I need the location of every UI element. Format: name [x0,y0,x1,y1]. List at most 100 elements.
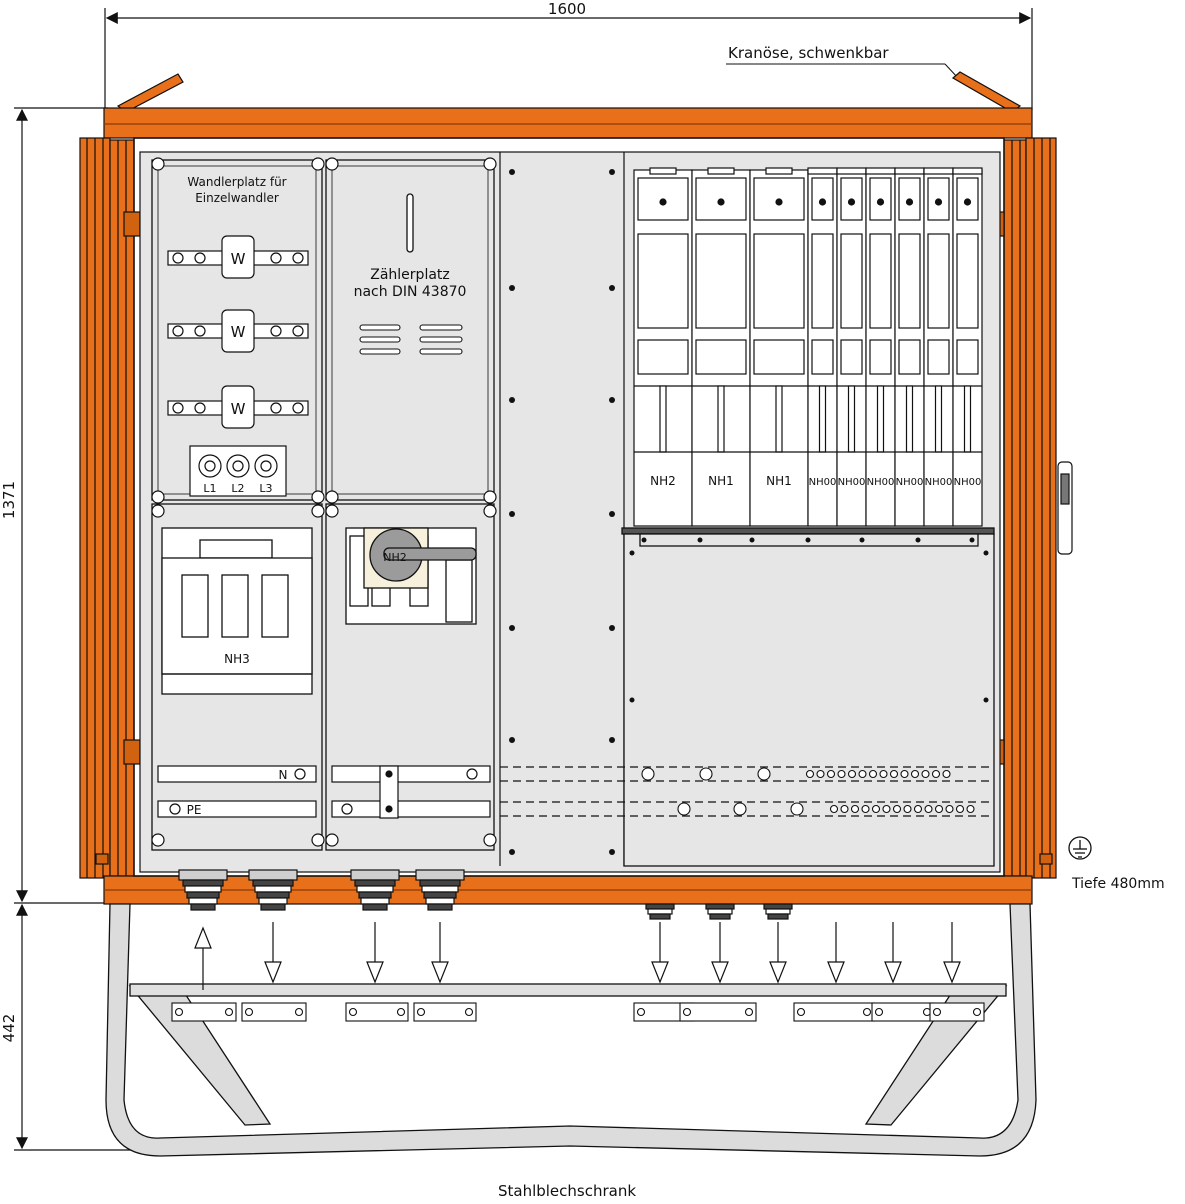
n-terminal-12 [921,769,930,779]
mounting-dots [509,169,615,855]
n-terminal-11 [910,769,920,779]
dimension-height [14,107,140,1151]
n-terminal-8 [879,769,888,779]
transformer-field-title: Wandlerplatz für [187,175,286,189]
outgoing-cable-arrow-3 [431,922,449,984]
neutral-busbar [157,765,994,783]
outgoing-cable-arrow-2 [366,922,384,984]
n-terminal-7 [868,769,878,779]
pe-busbar [157,765,994,819]
n-terminal-5 [847,769,857,779]
cable-gland-2 [248,869,298,911]
caption: Stahlblechschrank [498,1182,636,1200]
cable-gland-3 [350,869,400,911]
cable-gland-1 [178,869,228,911]
n-terminal-4 [837,769,846,779]
fuse-label-8: NH00 [925,477,953,488]
width-dimension-label: 1600 [548,0,586,18]
outgoing-cable-arrow-1 [264,922,282,984]
pe-terminal-12 [945,804,954,814]
n-terminal-14 [942,769,951,779]
cover-plate [621,527,995,867]
current-transformer-3 [167,385,309,429]
cable-gland-small-2 [705,903,735,920]
stand-clamp-8 [871,1002,935,1022]
outgoing-cable-arrow-7 [827,922,845,984]
n-bar-screw-1 [641,767,655,781]
pe-terminal-6 [882,804,891,814]
depth-label: Tiefe 480mm [1071,876,1165,892]
dimension-width [104,8,1033,110]
outgoing-cable-arrow-5 [711,922,729,984]
nh2-switch-label: NH2 [383,551,407,564]
fuse-label-4: NH00 [809,477,837,488]
transformer-w-1: W [231,250,246,268]
current-transformer-1 [167,235,309,279]
fuse-sockets-l1-l3 [189,445,287,497]
n-bar-screw-3 [757,767,771,781]
meter-field-subtitle: nach DIN 43870 [354,284,467,300]
outgoing-cable-arrow-9 [943,922,961,984]
stand-clamp-2 [241,1002,307,1022]
pe-terminal-1 [829,804,839,814]
cable-gland-small-3 [763,903,793,920]
stand-clamp-9 [929,1002,985,1022]
n-terminal-3 [826,769,836,779]
outgoing-cable-arrow-6 [769,922,787,984]
nh3-label: NH3 [224,652,250,666]
stand-clamp-3 [345,1002,409,1022]
fuse-label-7: NH00 [896,477,924,488]
fuse-strip-1: NH2 [633,167,693,527]
fuse-strip-5: NH00 [836,167,867,527]
pe-terminal-8 [903,804,912,814]
pe-terminal-2 [840,804,849,814]
cable-gland-4 [415,869,465,911]
fuse-label-2: NH1 [708,474,734,488]
pe-terminal-3 [850,804,860,814]
pe-bar-screw-3 [790,802,804,816]
field-corner-bolts [151,157,497,847]
socket-label-l2: L2 [231,482,244,495]
nh3-field [151,503,323,851]
meter-field-title: Zählerplatz [370,267,450,283]
cover-plate-bolts [629,537,989,703]
pe-terminal-7 [892,804,902,814]
pe-terminal-5 [871,804,881,814]
socket-label-l1: L1 [203,482,216,495]
crane-eye-right [951,71,1022,113]
fuse-label-3: NH1 [766,474,792,488]
pe-terminal-9 [913,804,923,814]
crane-eye-label: Kranöse, schwenkbar [728,44,889,62]
n-terminal-13 [931,769,941,779]
socket-label-l3: L3 [259,482,272,495]
cable-glands [178,869,793,920]
outgoing-cable-arrow-8 [884,922,902,984]
crane-eye-left [116,73,184,113]
pe-terminal-14 [966,804,975,814]
outgoing-cable-arrow-4 [651,922,669,984]
steel-stand [105,903,1037,1157]
door-handle [1057,461,1073,555]
neutral-bar-label: N [279,768,288,782]
n-terminal-9 [889,769,899,779]
pe-terminal-11 [934,804,944,814]
n-terminal-1 [805,769,815,779]
nh2-switch-field [325,503,495,851]
pe-bar-screw-1 [677,802,691,816]
fuse-label-5: NH00 [838,477,866,488]
stand-clamp-4 [413,1002,477,1022]
fuse-strip-3: NH1 [749,167,809,527]
transformer-w-3: W [231,400,246,418]
fuse-strip-8: NH00 [923,167,954,527]
n-terminal-2 [816,769,825,779]
pe-terminal-4 [861,804,870,814]
pe-bar-screw-2 [733,802,747,816]
stand-clamp-7 [793,1002,875,1022]
stand-clamp-6 [679,1002,757,1022]
busbar-clamps [641,767,975,816]
fuse-strip-7: NH00 [894,167,925,527]
stand-clamp-1 [171,1002,237,1022]
transformer-w-2: W [231,323,246,341]
